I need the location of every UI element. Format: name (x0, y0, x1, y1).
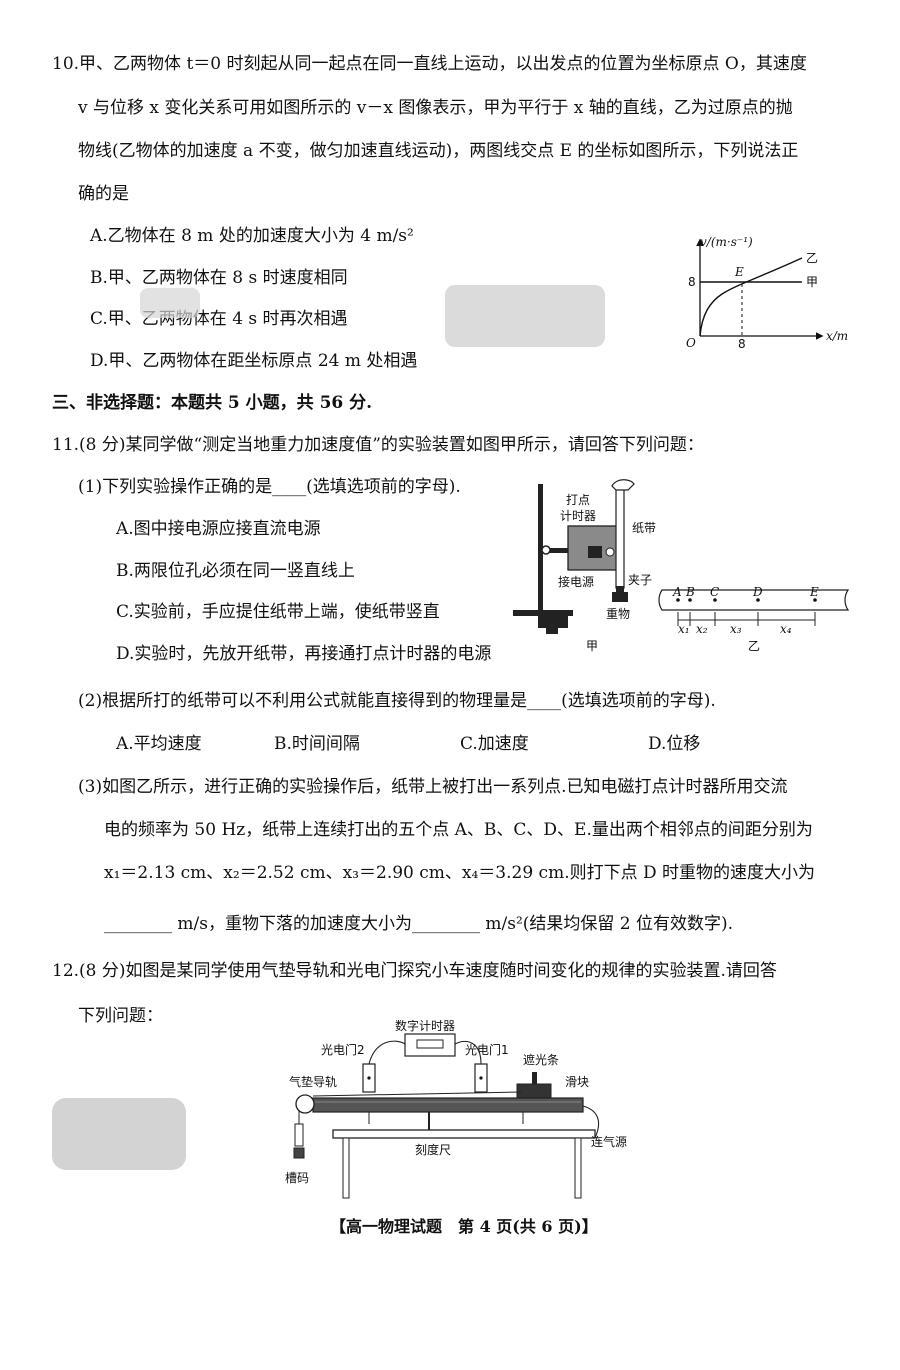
q10-option-d: D.甲、乙两物体在距坐标原点 24 m 处相遇 (90, 351, 418, 371)
point-d-label: D (752, 585, 763, 599)
pulley (295, 1094, 315, 1114)
segment-x2-label: x₂ (696, 622, 708, 636)
shading-strip (532, 1072, 537, 1084)
label-air-source: 连气源 (591, 1134, 627, 1149)
q11-part1: (1)下列实验操作正确的是____(选填选项前的字母). (78, 477, 461, 497)
q10-vx-graph: v/(m·s⁻¹) x/m O 8 8 E 乙 甲 (686, 235, 848, 350)
q10-stem-line-2: v 与位移 x 变化关系可用如图所示的 v－x 图像表示，甲为平行于 x 轴的直… (78, 98, 793, 118)
tape-dot-e (813, 598, 817, 602)
q10-option-b: B.甲、乙两物体在 8 s 时速度相同 (90, 268, 348, 288)
label-tape: 纸带 (632, 521, 656, 535)
q11-part3-line-4: ________ m/s，重物下落的加速度大小为________ m/s²(结果… (104, 914, 734, 934)
tape-dot-c (713, 598, 717, 602)
v-axis-label: v/(m·s⁻¹) (700, 235, 753, 249)
q12-stem-line-2: 下列问题： (78, 1006, 163, 1026)
tape-dot-d (756, 598, 760, 602)
q11-part1-option-d: D.实验时，先放开纸带，再接通打点计时器的电源 (116, 644, 492, 664)
label-ruler: 刻度尺 (415, 1142, 451, 1157)
yi-label: 乙 (806, 251, 818, 265)
yi-curve (699, 257, 803, 337)
origin-label: O (686, 336, 696, 350)
q11-figure-jia: 打点 计时器 纸带 接电源 夹子 重物 甲 (513, 479, 656, 653)
label-air-rail: 气垫导轨 (289, 1074, 337, 1089)
q11-part2-option-d: D.位移 (648, 734, 701, 754)
v-tick-label: 8 (688, 275, 696, 289)
segment-x3-label: x₃ (730, 622, 742, 636)
q11-figure-yi: A B C D E x₁ x₂ x₃ x₄ 乙 (658, 585, 850, 653)
air-rail (312, 1097, 584, 1113)
q10-stem-line-1: 10.甲、乙两物体 t＝0 时刻起从同一起点在同一直线上运动，以出发点的位置为坐… (52, 54, 807, 74)
tape-strip (658, 589, 850, 611)
tape-clip (616, 586, 624, 592)
q12-stem-line-1: 12.(8 分)如图是某同学使用气垫导轨和光电门探究小车速度随时间变化的规律的实… (52, 961, 777, 981)
point-c-label: C (710, 585, 719, 599)
q10-stem-line-4: 确的是 (78, 184, 129, 204)
point-e-label: E (809, 585, 819, 599)
q10-option-a: A.乙物体在 8 m 处的加速度大小为 4 m/s² (90, 226, 414, 246)
hook-weight (293, 1147, 305, 1159)
q11-part2-option-a: A.平均速度 (116, 734, 202, 754)
q11-part3-line-2: 电的频率为 50 Hz，纸带上连续打出的五个点 A、B、C、D、E.量出两个相邻… (104, 820, 813, 840)
point-a-label: A (672, 585, 682, 599)
x-tick-label: 8 (738, 337, 746, 350)
segment-x1-label: x₁ (678, 622, 690, 636)
q11-part2-option-c: C.加速度 (460, 734, 529, 754)
scan-smudge (445, 285, 605, 347)
paper-tape (615, 487, 625, 589)
tape-dot-b (688, 598, 692, 602)
stand-base (513, 610, 573, 616)
stand-foot (538, 616, 568, 628)
label-weight: 重物 (606, 607, 630, 621)
q11-stem: 11.(8 分)某同学做“测定当地重力加速度值”的实验装置如图甲所示，请回答下列… (52, 435, 704, 455)
q11-part1-option-a: A.图中接电源应接直流电源 (116, 519, 321, 539)
figure-yi-caption: 乙 (748, 639, 760, 653)
q11-part3-line-1: (3)如图乙所示，进行正确的实验操作后，纸带上被打出一系列点.已知电磁打点计时器… (78, 777, 788, 797)
section-3-heading: 三、非选择题：本题共 5 小题，共 56 分. (52, 393, 373, 413)
label-clip: 夹子 (628, 573, 652, 587)
label-timer-2: 计时器 (560, 509, 596, 523)
page-footer: 【高一物理试题 第 4 页(共 6 页)】 (330, 1217, 598, 1236)
x-axis-label: x/m (826, 329, 848, 343)
q11-part3-line-3: x₁＝2.13 cm、x₂＝2.52 cm、x₃＝2.90 cm、x₄＝3.29… (104, 863, 816, 883)
figure-jia-caption: 甲 (586, 639, 598, 653)
q10-option-c: C.甲、乙两物体在 4 s 时再次相遇 (90, 309, 348, 329)
label-slider: 滑块 (565, 1075, 589, 1089)
q11-part1-option-c: C.实验前，手应提住纸带上端，使纸带竖直 (116, 602, 440, 622)
weight (612, 592, 628, 602)
label-digital-timer: 数字计时器 (395, 1020, 455, 1033)
table-top (332, 1129, 596, 1139)
label-timer-1: 打点 (566, 493, 590, 507)
slider-block (516, 1083, 552, 1099)
q11-part2: (2)根据所打的纸带可以不利用公式就能直接得到的物理量是____(选填选项前的字… (78, 691, 716, 711)
scan-smudge (140, 288, 200, 318)
scan-smudge (52, 1098, 186, 1170)
label-hook-weight: 槽码 (285, 1171, 309, 1185)
q11-part2-option-b: B.时间间隔 (274, 734, 360, 754)
segment-x4-label: x₄ (780, 622, 792, 636)
tape-dot-a (676, 598, 680, 602)
point-b-label: B (685, 585, 695, 599)
hand-icon (611, 479, 635, 491)
q10-stem-line-3: 物线(乙物体的加速度 a 不变，做匀加速直线运动)，两图线交点 E 的坐标如图所… (78, 141, 799, 161)
stand-rod (538, 484, 543, 612)
label-shade-strip: 遮光条 (523, 1052, 559, 1067)
point-e-label: E (734, 265, 744, 279)
q11-part1-option-b: B.两限位孔必须在同一竖直线上 (116, 561, 355, 581)
q12-air-track-figure: 数字计时器 光电门2 光电门1 遮光条 滑块 气垫导轨 刻度尺 连气源 槽码 (285, 1020, 627, 1199)
label-gate-2: 光电门2 (321, 1042, 365, 1057)
jia-label: 甲 (806, 275, 818, 289)
label-gate-1: 光电门1 (465, 1042, 509, 1057)
label-power: 接电源 (558, 574, 594, 589)
